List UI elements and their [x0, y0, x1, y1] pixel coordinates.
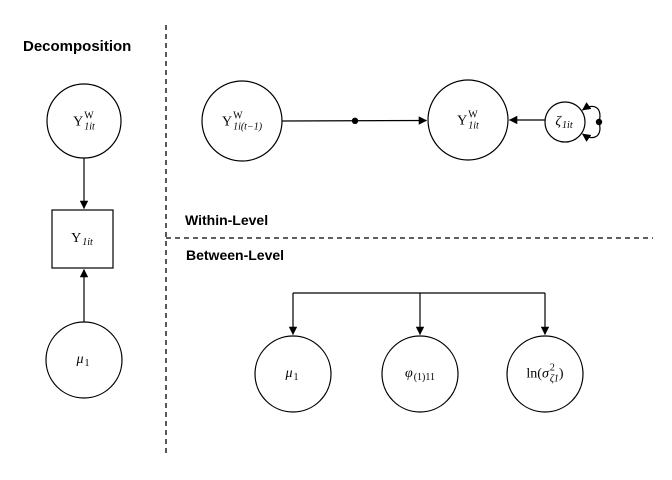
label-base: Y: [457, 113, 468, 128]
random-variance-dot: [595, 118, 603, 126]
node-between-lnsigma-circle: [506, 335, 584, 413]
label-sup: W: [468, 109, 478, 121]
label-sup: 2: [549, 362, 555, 374]
between-level-title: Between-Level: [186, 247, 285, 263]
label-base: μ: [285, 366, 293, 381]
label-sub: 1it: [468, 120, 479, 131]
node-between-phi-circle: [381, 335, 459, 413]
label-between-phi: φ(1)11: [404, 366, 436, 383]
within-level-title: Within-Level: [185, 212, 269, 228]
node-decomp-mu-circle: [45, 321, 123, 399]
label-sub: 1: [293, 372, 299, 383]
zeta-variance-self-loop-upper: [582, 102, 601, 123]
label-pre: ln(: [526, 366, 542, 381]
decomposition-title: Decomposition: [23, 38, 132, 55]
label-post: ): [558, 366, 564, 381]
label-base: ζ: [555, 114, 562, 129]
label-base: Y: [71, 231, 82, 246]
node-within-y-circle: [427, 79, 509, 161]
label-base: σ: [541, 366, 549, 381]
label-sub: 1it: [562, 120, 573, 131]
label-sub: 1i(t−1): [233, 121, 263, 132]
node-within-zeta-circle: [544, 101, 586, 143]
label-sub: 1: [84, 358, 90, 369]
label-sup: W: [84, 110, 94, 122]
node-between-mu-circle: [254, 335, 332, 413]
label-sub: 1it: [84, 121, 95, 132]
label-sup: W: [233, 110, 243, 122]
random-slope-dot: [351, 117, 359, 125]
label-sub: (1)11: [413, 372, 436, 383]
label-base: Y: [73, 114, 84, 129]
label-base: φ: [404, 366, 413, 381]
node-decomp-y-obs-square: [51, 209, 114, 269]
node-decomp-y-within-circle: [46, 83, 122, 159]
label-sub: ζ1: [549, 373, 559, 384]
node-within-y-lag-circle: [201, 80, 283, 162]
label-sub: 1it: [82, 237, 93, 248]
label-base: Y: [221, 114, 233, 129]
label-base: μ: [76, 352, 84, 367]
zeta-variance-self-loop-lower: [582, 121, 601, 142]
